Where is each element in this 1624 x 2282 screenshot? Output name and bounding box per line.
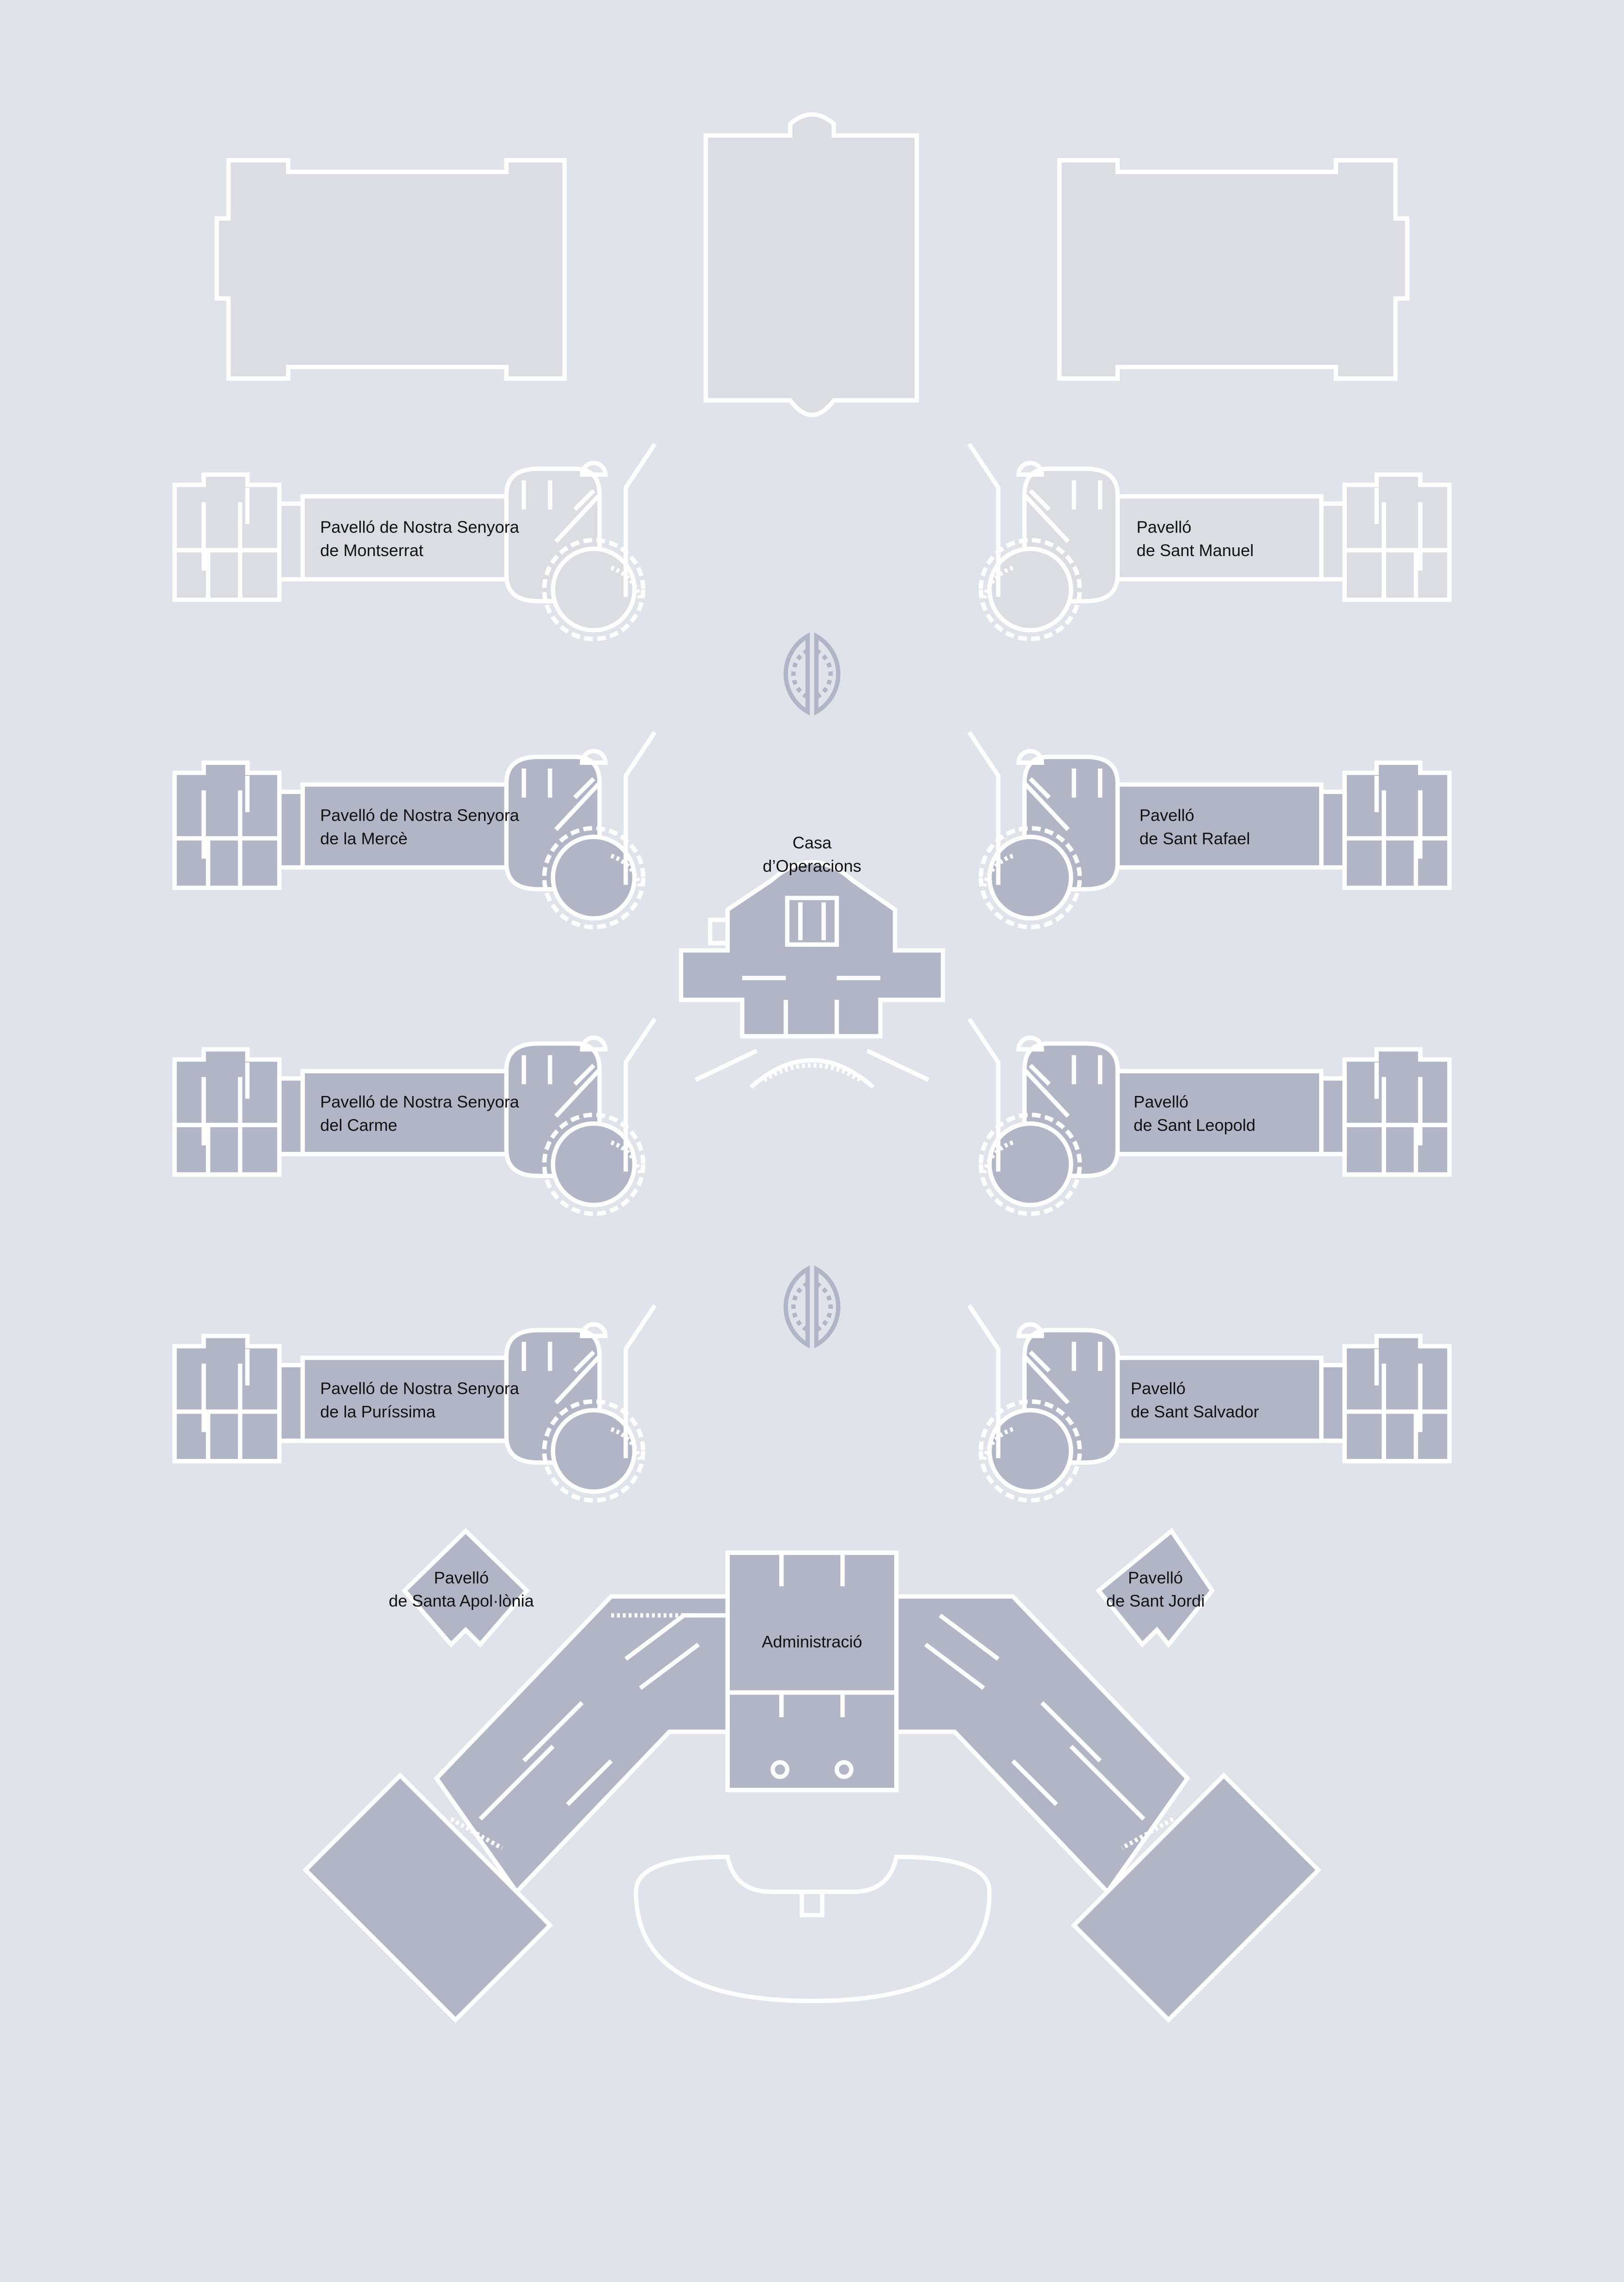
- administracio-complex[interactable]: Administració: [302, 1550, 1322, 2023]
- ornament-bottom: [783, 1265, 841, 1349]
- administracio-label: Administració: [762, 1632, 862, 1651]
- building-top-right[interactable]: [1057, 158, 1410, 381]
- building-top-left[interactable]: [214, 158, 567, 381]
- courtyard-oval: [634, 1854, 992, 2004]
- ornament-top: [783, 632, 841, 716]
- building-top-center[interactable]: [703, 112, 919, 418]
